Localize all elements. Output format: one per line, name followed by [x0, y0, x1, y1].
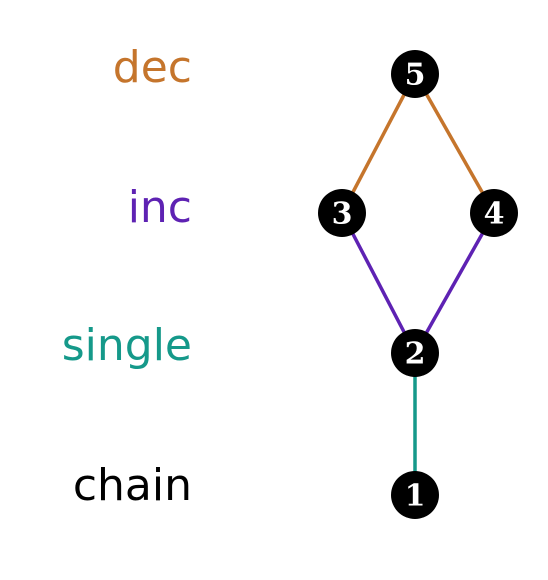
level-label-dec: dec — [112, 42, 192, 93]
level-label-inc: inc — [127, 182, 192, 233]
node-circle — [391, 329, 439, 377]
node-label: 5 — [405, 58, 426, 93]
node-label: 1 — [405, 479, 426, 514]
edge-n2-n3 — [340, 212, 417, 354]
level-label-single: single — [61, 320, 192, 371]
node-2: 2 — [391, 329, 439, 377]
node-1: 1 — [391, 471, 439, 519]
node-4: 4 — [470, 189, 518, 237]
node-3: 3 — [318, 189, 366, 237]
node-label: 2 — [405, 337, 426, 372]
level-label-chain: chain — [72, 460, 192, 511]
edge-n2-n4 — [413, 212, 496, 354]
node-circle — [470, 189, 518, 237]
node-5: 5 — [391, 50, 439, 98]
node-label: 4 — [484, 197, 505, 232]
edge-n3-n5 — [340, 73, 417, 214]
edge-n4-n5 — [413, 73, 496, 214]
node-label: 3 — [332, 197, 353, 232]
node-circle — [318, 189, 366, 237]
node-circle — [391, 471, 439, 519]
node-circle — [391, 50, 439, 98]
